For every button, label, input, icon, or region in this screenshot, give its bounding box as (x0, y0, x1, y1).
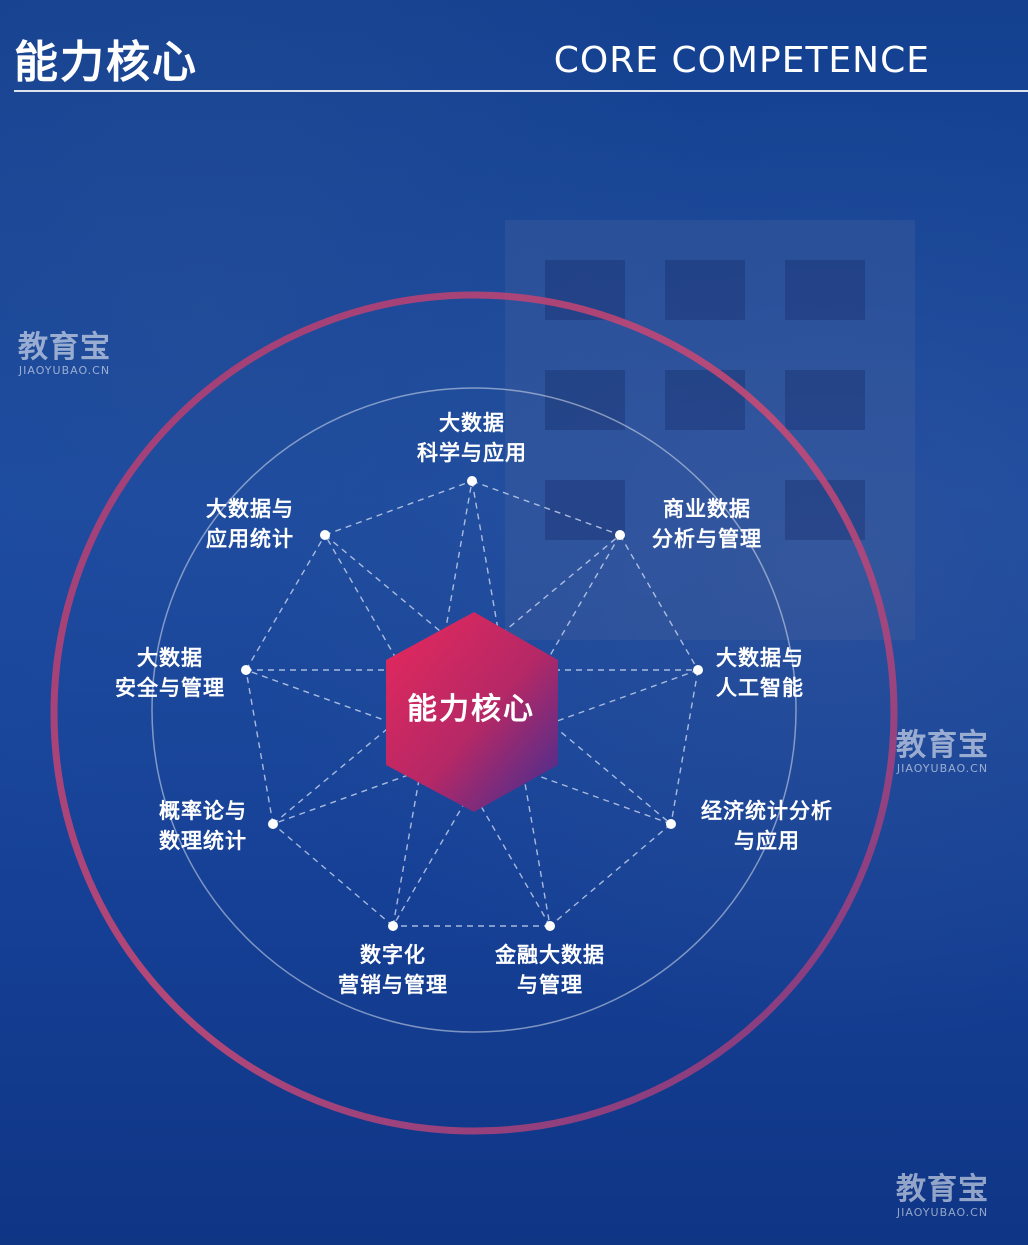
node-label-line1: 概率论与 (159, 799, 247, 823)
node-label: 大数据与应用统计 (150, 494, 350, 554)
background-building (505, 220, 915, 640)
ring-dashed-line (471, 480, 621, 536)
node-label-line2: 人工智能 (716, 676, 804, 700)
node-label-line2: 应用统计 (206, 527, 294, 551)
node-dots (241, 476, 703, 931)
node-dot (388, 921, 398, 931)
node-label-line2: 分析与管理 (652, 527, 762, 551)
star-dashed-line (245, 669, 672, 825)
node-dot (320, 530, 330, 540)
node-label: 大数据科学与应用 (372, 408, 572, 468)
node-dot (615, 530, 625, 540)
node-label-line1: 大数据 (137, 646, 203, 670)
center-hexagon (386, 612, 558, 812)
star-dashed-line (272, 669, 699, 825)
node-dot (467, 476, 477, 486)
center-label: 能力核心 (407, 692, 535, 727)
node-label: 数字化营销与管理 (293, 940, 493, 1000)
node-label-line2: 与管理 (517, 973, 583, 997)
node-dot (268, 819, 278, 829)
ring-dashed-line (245, 534, 326, 671)
node-label-line1: 经济统计分析 (701, 799, 833, 823)
node-label: 大数据安全与管理 (70, 643, 270, 703)
node-label: 概率论与数理统计 (103, 796, 303, 856)
ring-dashed-line (549, 823, 672, 927)
ring-dashed-line (619, 534, 699, 671)
node-label-line1: 商业数据 (663, 497, 751, 521)
node-label-line1: 数字化 (360, 943, 426, 967)
ring-dashed-line (272, 823, 394, 927)
node-dot (241, 665, 251, 675)
ring-dashed-line (670, 669, 699, 825)
node-label-line1: 金融大数据 (495, 943, 605, 967)
node-dot (693, 665, 703, 675)
node-label: 商业数据分析与管理 (607, 494, 807, 554)
node-label-line1: 大数据与 (716, 646, 804, 670)
node-label: 金融大数据与管理 (450, 940, 650, 1000)
node-label-line2: 安全与管理 (115, 676, 225, 700)
page-subtitle-en: CORE COMPETENCE (553, 40, 930, 81)
node-label-line1: 大数据与 (206, 497, 294, 521)
node-label-line2: 数理统计 (159, 829, 247, 853)
node-label-line1: 大数据 (439, 411, 505, 435)
ring-dashed-line (324, 480, 473, 536)
node-label: 经济统计分析与应用 (667, 796, 867, 856)
node-label: 大数据与人工智能 (660, 643, 860, 703)
node-dot (666, 819, 676, 829)
ring-dashed-line (245, 669, 274, 825)
inner-ring (151, 387, 797, 1033)
node-label-line2: 营销与管理 (338, 973, 448, 997)
outer-ring (50, 291, 898, 1135)
node-label-line2: 科学与应用 (417, 441, 527, 465)
node-label-line2: 与应用 (734, 829, 800, 853)
node-dot (545, 921, 555, 931)
page-title: 能力核心 (14, 37, 198, 88)
page-header: 能力核心 CORE COMPETENCE (14, 0, 1028, 92)
star-dashed-line (392, 534, 621, 927)
